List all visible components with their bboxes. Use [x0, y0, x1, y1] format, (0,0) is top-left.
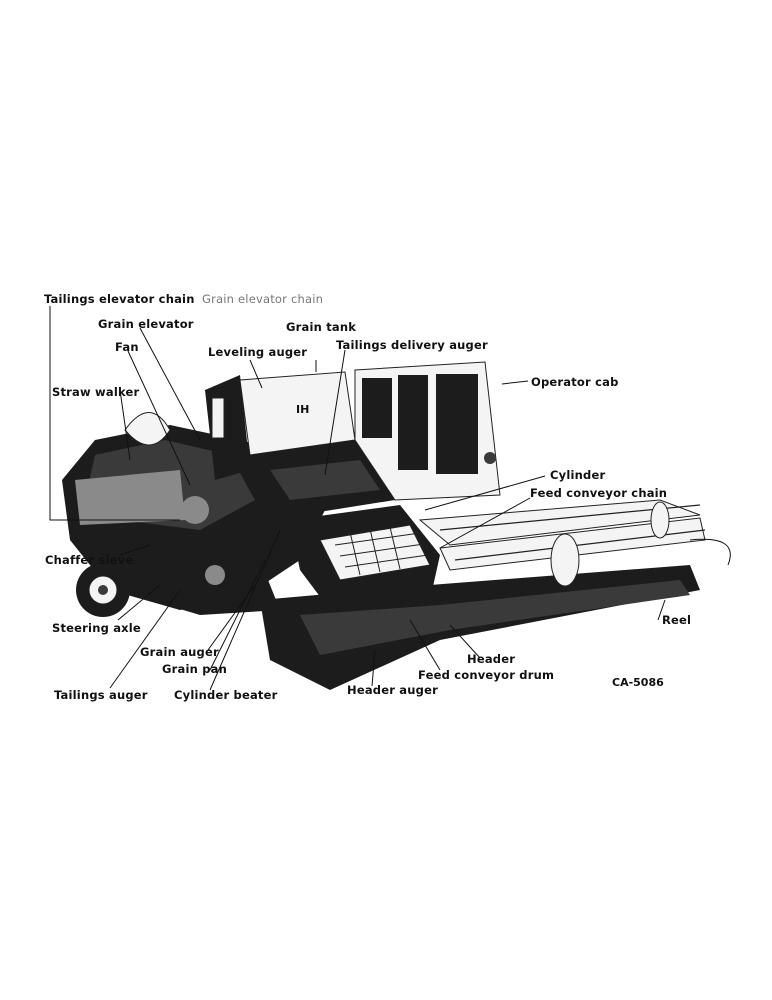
figure-code: CA-5086: [612, 676, 664, 689]
label-straw-walker: Straw walker: [52, 385, 140, 399]
label-grain-pan: Grain pan: [162, 662, 227, 676]
label-steering-axle: Steering axle: [52, 621, 141, 635]
label-leveling-auger: Leveling auger: [208, 345, 307, 359]
label-cylinder: Cylinder: [550, 468, 605, 482]
callout-labels: Tailings elevator chain Grain elevator c…: [44, 292, 691, 702]
label-header-auger: Header auger: [347, 683, 438, 697]
label-grain-elevator: Grain elevator: [98, 317, 194, 331]
label-tailings-elevator-chain: Tailings elevator chain: [44, 292, 195, 306]
label-tailings-delivery-auger: Tailings delivery auger: [336, 338, 488, 352]
label-grain-tank: Grain tank: [286, 320, 356, 334]
label-reel: Reel: [662, 613, 691, 627]
label-grain-auger: Grain auger: [140, 645, 219, 659]
label-feed-conveyor-chain: Feed conveyor chain: [530, 486, 667, 500]
label-feed-conveyor-drum: Feed conveyor drum: [418, 668, 554, 682]
ih-badge: IH: [296, 403, 309, 416]
label-fan: Fan: [115, 340, 139, 354]
label-chaffer-sieve: Chaffer sieve: [45, 553, 133, 567]
leader-lines: [49, 306, 666, 691]
label-header: Header: [467, 652, 515, 666]
label-grain-elevator-chain: Grain elevator chain: [202, 292, 323, 306]
label-tailings-auger: Tailings auger: [54, 688, 148, 702]
label-operator-cab: Operator cab: [531, 375, 619, 389]
combine-illustration: IH: [62, 361, 731, 690]
label-cylinder-beater: Cylinder beater: [174, 688, 278, 702]
